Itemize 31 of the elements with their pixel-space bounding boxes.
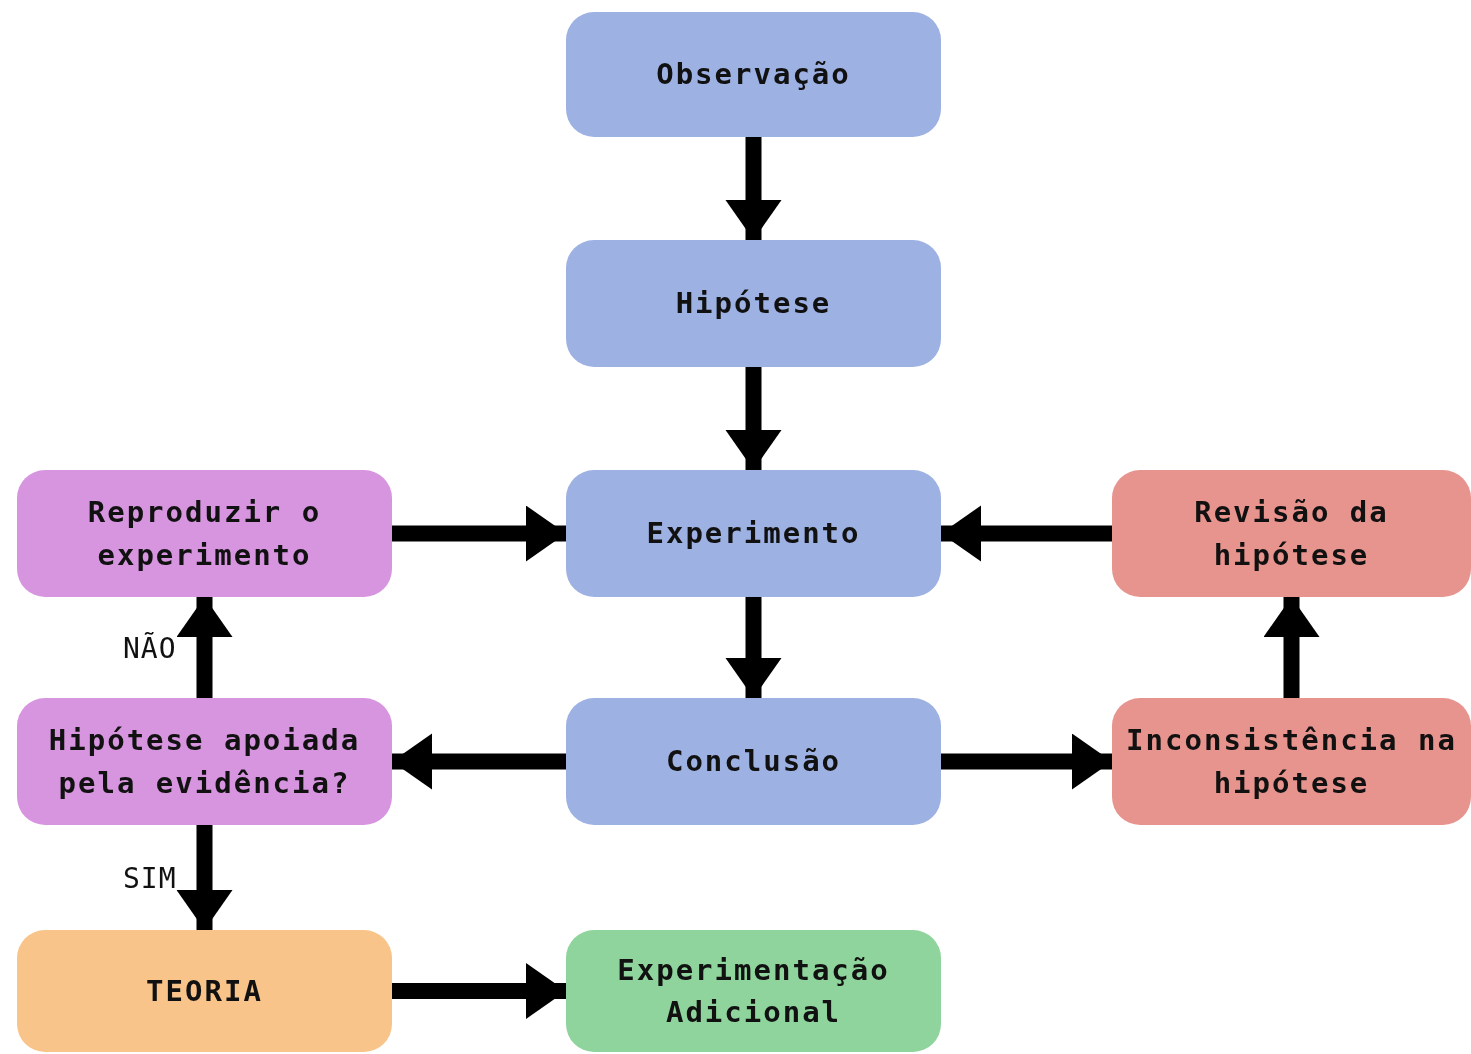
- node-text: Observação: [655, 56, 852, 94]
- process-box: [566, 240, 941, 367]
- node-text: Experimento: [645, 515, 862, 553]
- process-box: [1112, 698, 1471, 825]
- node-text: Experimentação Adicional: [616, 951, 891, 1031]
- arrow: [392, 963, 566, 1019]
- arrow: [176, 597, 233, 698]
- arrow: [725, 597, 782, 698]
- process-box: [17, 930, 392, 1052]
- arrow: [1263, 597, 1320, 698]
- process-box: [17, 698, 392, 825]
- process-box: [1112, 470, 1471, 597]
- node-text: Revisão da hipótese: [1193, 494, 1390, 574]
- arrow: [176, 825, 233, 930]
- node-text: Conclusão: [664, 743, 843, 781]
- process-box: [17, 470, 392, 597]
- node-text: Hipótese: [674, 285, 833, 323]
- arrow: [941, 733, 1112, 790]
- process-box: [566, 698, 941, 825]
- process-box: [566, 12, 941, 137]
- arrow: [941, 505, 1112, 562]
- arrow: [725, 367, 782, 470]
- arrow: [392, 733, 566, 790]
- process-box: [566, 470, 941, 597]
- process-box: [566, 930, 941, 1052]
- node-text: Hipótese apoiada pela evidência?: [47, 722, 362, 802]
- node-text: TEORIA: [145, 972, 264, 1010]
- node-text: Reproduzir o experimento: [86, 494, 323, 574]
- arrow: [392, 505, 566, 562]
- arrow: [725, 137, 782, 240]
- node-text: Inconsistência na hipótese: [1125, 722, 1458, 802]
